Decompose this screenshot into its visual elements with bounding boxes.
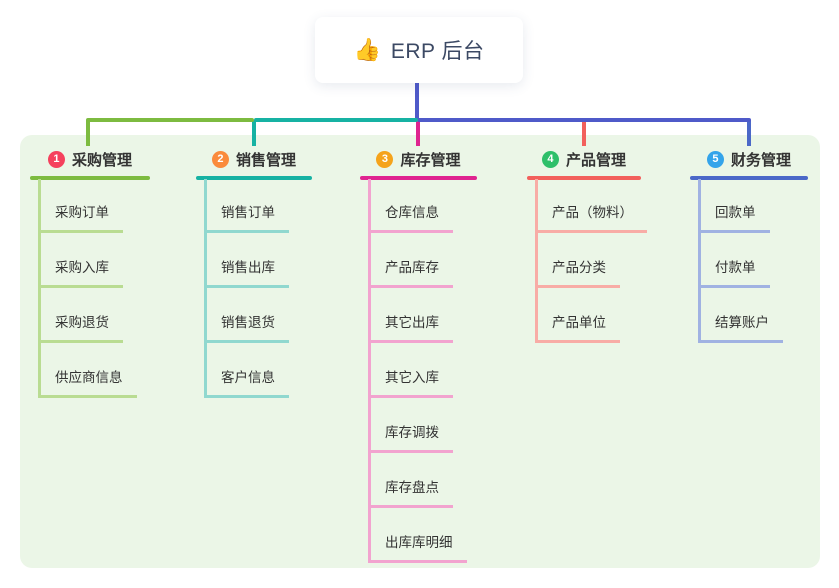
child-label: 采购入库 bbox=[55, 260, 109, 275]
branch-header-inventory[interactable]: 3 库存管理 bbox=[360, 145, 477, 173]
branch-title: 财务管理 bbox=[730, 151, 791, 169]
child-node[interactable]: 供应商信息 bbox=[38, 368, 137, 398]
child-label: 客户信息 bbox=[221, 370, 275, 385]
branch-drop-line-5 bbox=[747, 120, 751, 146]
branch-underline bbox=[527, 176, 641, 180]
child-node[interactable]: 库存调拨 bbox=[368, 423, 453, 453]
branch-title: 库存管理 bbox=[400, 151, 461, 169]
branch-number-badge: 3 bbox=[376, 150, 394, 168]
child-label: 采购订单 bbox=[55, 205, 109, 220]
child-label: 其它入库 bbox=[385, 370, 439, 385]
branch-title: 销售管理 bbox=[235, 151, 296, 169]
child-node[interactable]: 付款单 bbox=[698, 258, 770, 288]
child-label: 产品分类 bbox=[552, 260, 606, 275]
branch-underline bbox=[196, 176, 312, 180]
child-label: 出库库明细 bbox=[385, 535, 453, 550]
child-label: 库存盘点 bbox=[385, 480, 439, 495]
branch-title: 产品管理 bbox=[565, 151, 626, 169]
branch-drop-line-3 bbox=[416, 120, 420, 146]
child-node[interactable]: 客户信息 bbox=[204, 368, 289, 398]
child-node[interactable]: 库存盘点 bbox=[368, 478, 453, 508]
child-node[interactable]: 销售订单 bbox=[204, 203, 289, 233]
child-label: 销售出库 bbox=[221, 260, 275, 275]
branch-number-badge: 4 bbox=[541, 150, 559, 168]
thumbs-up-icon: 👍 bbox=[353, 37, 381, 62]
branch-stem-line bbox=[698, 179, 701, 343]
branch-underline bbox=[360, 176, 477, 180]
root-title: ERP 后台 bbox=[390, 40, 485, 63]
child-node[interactable]: 结算账户 bbox=[698, 313, 783, 343]
child-node[interactable]: 采购退货 bbox=[38, 313, 123, 343]
branch-drop-line-4 bbox=[582, 120, 586, 146]
child-label: 付款单 bbox=[715, 260, 756, 275]
child-node[interactable]: 采购订单 bbox=[38, 203, 123, 233]
child-label: 销售订单 bbox=[221, 205, 275, 220]
branch-header-product[interactable]: 4 产品管理 bbox=[527, 145, 641, 173]
child-node[interactable]: 产品库存 bbox=[368, 258, 453, 288]
child-node[interactable]: 采购入库 bbox=[38, 258, 123, 288]
child-label: 结算账户 bbox=[715, 315, 769, 330]
child-node[interactable]: 其它入库 bbox=[368, 368, 453, 398]
branch-number-badge: 2 bbox=[211, 150, 229, 168]
branch-header-sales[interactable]: 2 销售管理 bbox=[196, 145, 312, 173]
child-label: 产品库存 bbox=[385, 260, 439, 275]
branch-number-badge: 1 bbox=[47, 150, 65, 168]
branch-drop-line-1 bbox=[86, 120, 90, 146]
child-label: 采购退货 bbox=[55, 315, 109, 330]
child-label: 产品单位 bbox=[552, 315, 606, 330]
branch-stem-line bbox=[204, 179, 207, 398]
branch-drop-line-2 bbox=[252, 120, 256, 146]
branch-stem-line bbox=[38, 179, 41, 398]
child-label: 库存调拨 bbox=[385, 425, 439, 440]
child-label: 产品（物料） bbox=[552, 205, 633, 220]
branches-background-panel bbox=[20, 135, 820, 568]
child-node[interactable]: 回款单 bbox=[698, 203, 770, 233]
branch-number-badge: 5 bbox=[706, 150, 724, 168]
root-connector-line bbox=[415, 83, 419, 120]
child-node[interactable]: 产品单位 bbox=[535, 313, 620, 343]
child-label: 销售退货 bbox=[221, 315, 275, 330]
child-node[interactable]: 出库库明细 bbox=[368, 533, 467, 563]
bus-line-left bbox=[86, 118, 254, 122]
child-node[interactable]: 其它出库 bbox=[368, 313, 453, 343]
bus-line-middle bbox=[254, 118, 418, 122]
child-node[interactable]: 销售退货 bbox=[204, 313, 289, 343]
branch-title: 采购管理 bbox=[71, 151, 132, 169]
branch-header-purchase[interactable]: 1 采购管理 bbox=[30, 145, 150, 173]
bus-line-right bbox=[418, 118, 751, 122]
branch-underline bbox=[690, 176, 808, 180]
child-label: 其它出库 bbox=[385, 315, 439, 330]
child-node[interactable]: 仓库信息 bbox=[368, 203, 453, 233]
branch-stem-line bbox=[368, 179, 371, 563]
child-label: 回款单 bbox=[715, 205, 756, 220]
root-node[interactable]: 👍 ERP 后台 bbox=[315, 17, 523, 83]
child-label: 仓库信息 bbox=[385, 205, 439, 220]
child-node[interactable]: 产品（物料） bbox=[535, 203, 647, 233]
branch-header-finance[interactable]: 5 财务管理 bbox=[690, 145, 808, 173]
branch-underline bbox=[30, 176, 150, 180]
child-node[interactable]: 产品分类 bbox=[535, 258, 620, 288]
branch-stem-line bbox=[535, 179, 538, 343]
child-node[interactable]: 销售出库 bbox=[204, 258, 289, 288]
child-label: 供应商信息 bbox=[55, 370, 123, 385]
